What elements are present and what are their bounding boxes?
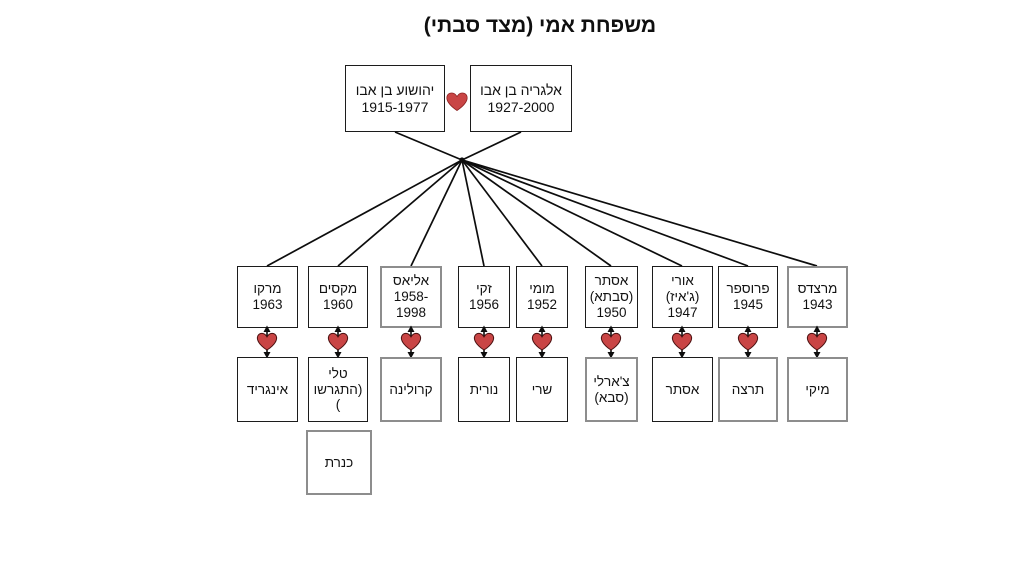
person-kinneret: כנרת xyxy=(306,430,372,495)
heart-arrow-icon xyxy=(256,325,278,359)
person-mercedes: מרצדס 1943 xyxy=(787,266,848,328)
person-name: מרקו 1963 xyxy=(252,281,283,312)
person-name: נורית xyxy=(469,381,499,397)
spouse-sheri: שרי xyxy=(516,357,568,422)
person-name: אלגריה בן אבו 1927-2000 xyxy=(480,82,562,115)
person-name: מומי 1952 xyxy=(526,281,558,312)
person-name: מרצדס 1943 xyxy=(797,281,838,312)
person-name: צ'ארלי (סבא) xyxy=(593,373,630,405)
person-momi: מומי 1952 xyxy=(516,266,568,328)
person-name: יהושוע בן אבו 1915-1977 xyxy=(355,82,435,115)
spouse-miki: מיקי xyxy=(787,357,848,422)
person-name: אינגריד xyxy=(246,381,289,397)
person-name: טלי (התגרשו ‏) xyxy=(313,365,363,413)
heart-arrow-icon xyxy=(600,325,622,359)
person-esther-grandma: אסתר (סבתא) 1950 xyxy=(585,266,638,328)
heart-arrow-icon xyxy=(400,325,422,359)
heart-arrow-icon xyxy=(327,325,349,359)
spouse-esther: אסתר xyxy=(652,357,713,422)
person-zaki: זקי 1956 xyxy=(458,266,510,328)
heart-arrow-icon xyxy=(671,325,693,359)
spouse-nurit: נורית xyxy=(458,357,510,422)
person-maxim: מקסים 1960 xyxy=(308,266,368,328)
person-name: מיקי xyxy=(805,381,830,397)
person-prosper: פרוספר 1945 xyxy=(718,266,778,328)
person-marko: מרקו 1963 xyxy=(237,266,298,328)
page-title: משפחת אמי (מצד סבתי) xyxy=(423,14,657,37)
person-yehoshua-ben-abu: יהושוע בן אבו 1915-1977 xyxy=(345,65,445,132)
heart-arrow-icon xyxy=(737,325,759,359)
person-name: אסתר xyxy=(665,381,700,397)
heart-arrow-icon xyxy=(806,325,828,359)
person-name: תרצה xyxy=(731,381,765,397)
spouse-ingrid: אינגריד xyxy=(237,357,298,422)
junction-dot xyxy=(459,157,465,163)
heart-arrow-icon xyxy=(531,325,553,359)
heart-icon xyxy=(446,92,468,111)
heart-arrow-icon xyxy=(473,325,495,359)
person-name: זקי 1956 xyxy=(468,281,500,312)
person-name: פרוספר 1945 xyxy=(726,281,770,312)
person-name: כנרת xyxy=(324,454,354,470)
person-name: מקסים 1960 xyxy=(318,281,358,312)
person-algeria-ben-abu: אלגריה בן אבו 1927-2000 xyxy=(470,65,572,132)
spouse-tali: טלי (התגרשו ‏) xyxy=(308,357,368,422)
person-name: אסתר (סבתא) 1950 xyxy=(589,273,634,320)
person-name: אורי (ג'איז) 1947 xyxy=(665,273,700,320)
person-name: שרי xyxy=(531,381,553,397)
person-name: אליאס 1958- 1998 xyxy=(392,273,430,320)
person-uri: אורי (ג'איז) 1947 xyxy=(652,266,713,328)
spouse-tirza: תרצה xyxy=(718,357,778,422)
person-elias: אליאס 1958- 1998 xyxy=(380,266,442,328)
spouse-charlie-grandpa: צ'ארלי (סבא) xyxy=(585,357,638,422)
person-name: קרולינה xyxy=(389,381,433,397)
spouse-carolina: קרולינה xyxy=(380,357,442,422)
